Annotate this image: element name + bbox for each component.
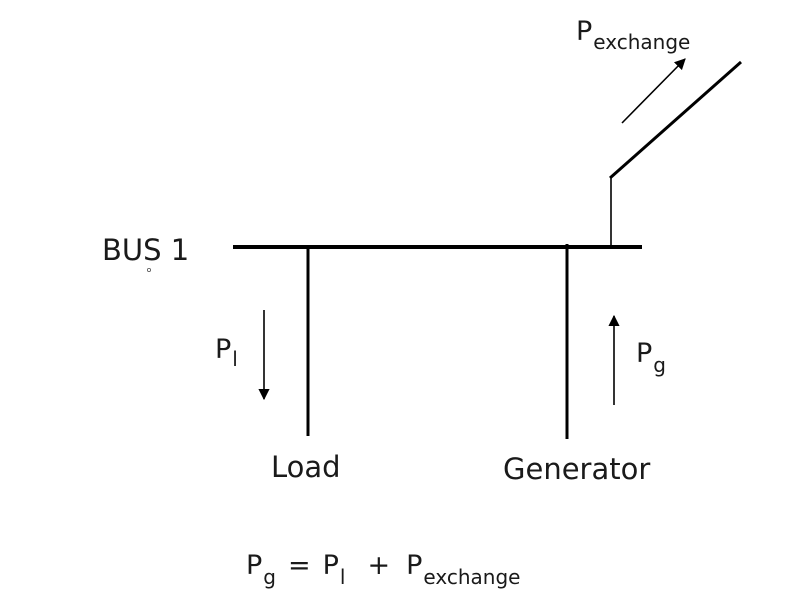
eq-term1-subscript: l xyxy=(340,565,346,589)
bus-label-dot xyxy=(146,267,151,272)
exchange-flow-subscript: exchange xyxy=(593,30,690,54)
load-flow-label: Pl xyxy=(215,334,238,371)
generator-flow-label: Pg xyxy=(636,338,666,377)
load-flow-subscript: l xyxy=(232,347,238,371)
load-label: Load xyxy=(271,450,341,484)
bus-label: BUS 1 xyxy=(102,233,189,267)
exchange-flow-label: Pexchange xyxy=(576,16,690,54)
generator-flow-subscript: g xyxy=(653,353,666,377)
eq-term1-symbol: P xyxy=(323,550,339,581)
eq-term2-subscript: exchange xyxy=(423,565,520,589)
load-flow-symbol: P xyxy=(215,334,231,365)
balance-equation: Pg = Pl + Pexchange xyxy=(246,550,520,589)
eq-equals: = xyxy=(288,550,311,581)
exchange-flow-symbol: P xyxy=(576,16,592,47)
exchange-tie-line xyxy=(609,60,742,180)
eq-term2-symbol: P xyxy=(406,550,422,581)
eq-plus: + xyxy=(367,550,390,581)
eq-lhs-subscript: g xyxy=(263,565,276,589)
generator-flow-symbol: P xyxy=(636,338,652,369)
eq-lhs-symbol: P xyxy=(246,550,262,581)
exchange-flow-arrow xyxy=(621,58,686,124)
generator-label: Generator xyxy=(503,452,650,486)
